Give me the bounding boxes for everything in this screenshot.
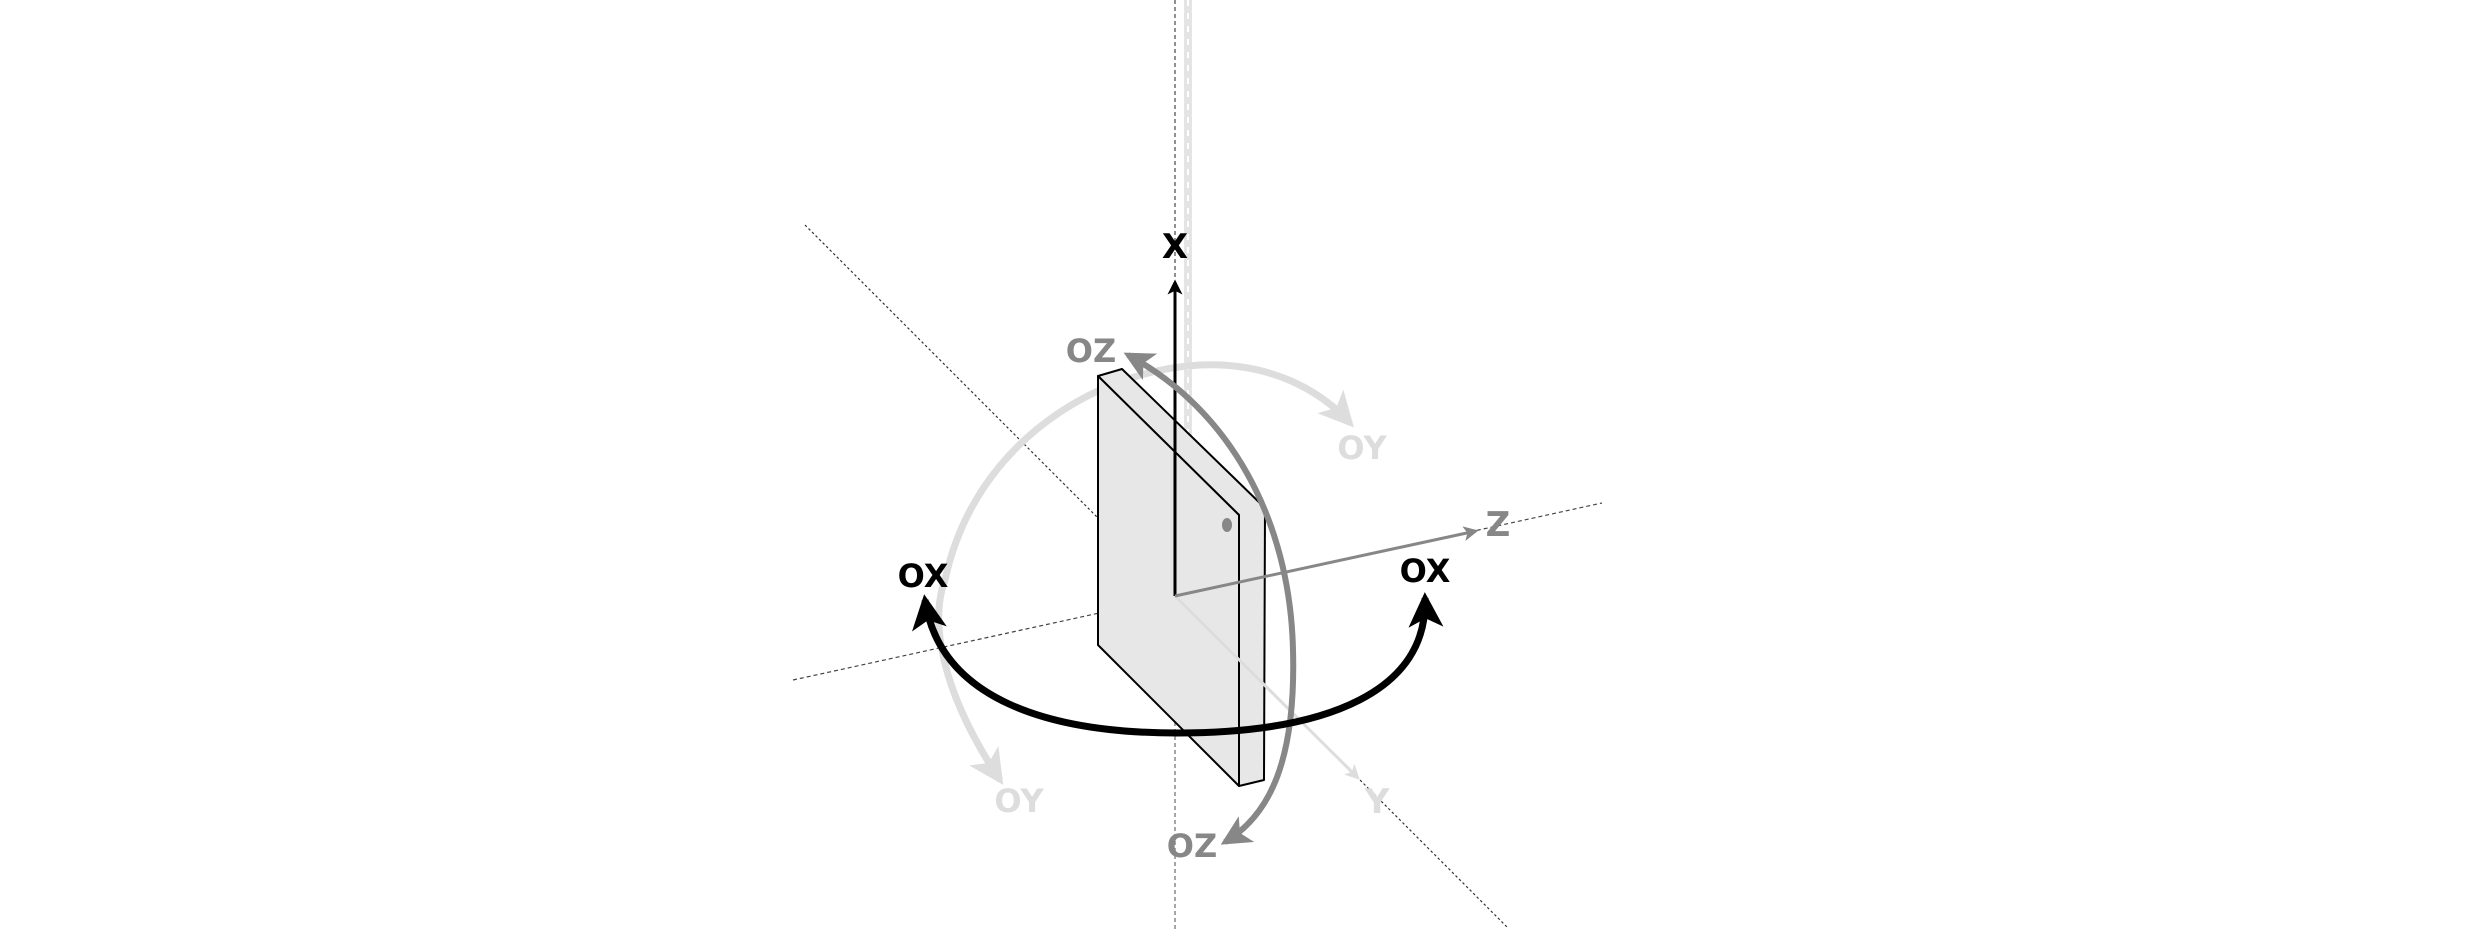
plate-dot xyxy=(1222,518,1232,532)
ox-left-label: OX xyxy=(898,557,949,595)
z-axis-label: Z xyxy=(1486,505,1511,545)
ox-right-label: OX xyxy=(1400,552,1451,590)
ox-rotation-arc xyxy=(912,592,1444,737)
oy-bottom-label: OY xyxy=(994,782,1044,820)
oy-top-label: OY xyxy=(1337,429,1387,467)
plate xyxy=(1097,368,1266,787)
oz-bottom-label: OZ xyxy=(1167,827,1217,865)
y-axis-label: Y xyxy=(1364,782,1390,822)
oz-top-label: OZ xyxy=(1066,332,1116,370)
x-axis-label: X xyxy=(1162,227,1188,267)
